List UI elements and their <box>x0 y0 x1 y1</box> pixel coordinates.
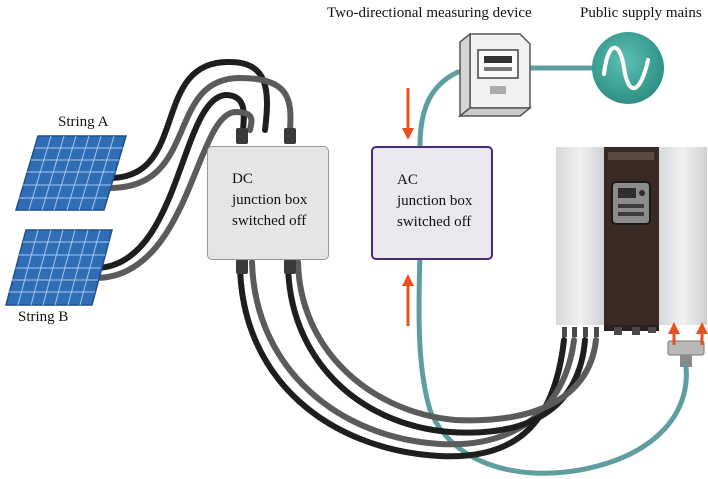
dc-box-line-3: switched off <box>232 213 307 229</box>
ac-box-line-2: junction box <box>397 193 473 209</box>
dc-junction-box-label: DC junction box switched off <box>232 169 307 232</box>
ac-box-line-3: switched off <box>397 214 472 230</box>
inverter-connectors <box>562 327 656 337</box>
dc-cables <box>92 58 599 460</box>
solar-panel-string-a <box>14 135 128 211</box>
string-a-label: String A <box>58 114 109 130</box>
solar-panel-string-b <box>5 229 113 306</box>
ac-box-line-1: AC <box>397 172 418 188</box>
arrow-up-icon <box>402 274 414 326</box>
dc-box-line-1: DC <box>232 171 253 187</box>
dc-junction-box: DC junction box switched off <box>207 146 329 260</box>
ac-junction-box-label: AC junction box switched off <box>397 170 472 233</box>
arrow-up-icon-inverter-right <box>696 322 708 345</box>
inverter-right-panel <box>659 147 707 325</box>
string-b-label: String B <box>18 309 69 325</box>
inverter-center-panel <box>604 147 659 325</box>
dc-box-glands <box>236 128 296 274</box>
electricity-meter-icon <box>457 32 533 118</box>
inverter <box>556 147 707 367</box>
measuring-device-label: Two-directional measuring device <box>327 5 532 21</box>
arrow-up-icon-inverter-left <box>668 322 680 345</box>
ac-junction-box: AC junction box switched off <box>371 146 493 260</box>
dc-box-line-2: junction box <box>232 192 308 208</box>
inverter-left-panel <box>556 147 604 325</box>
public-supply-label: Public supply mains <box>580 5 702 21</box>
sine-wave-icon <box>592 32 664 104</box>
arrow-down-icon <box>402 88 414 140</box>
ac-cable <box>416 65 689 476</box>
